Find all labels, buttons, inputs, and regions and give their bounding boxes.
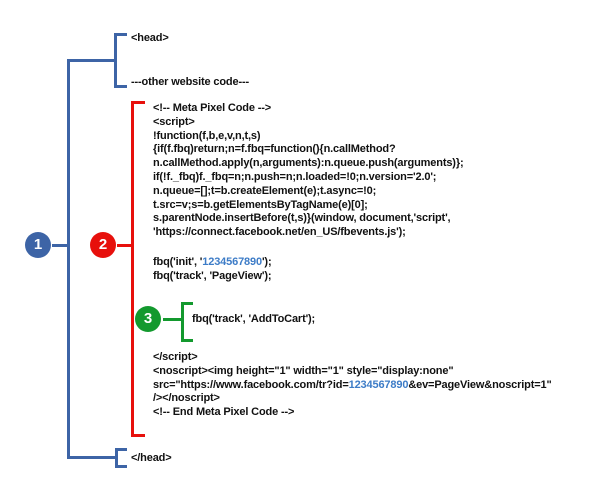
init-prefix: fbq('init', ' <box>153 256 203 268</box>
code-line: s.parentNode.insertBefore(t,s)}(window, … <box>153 212 451 225</box>
marker-2-connector-dash <box>117 244 131 247</box>
blue-main-vertical <box>67 59 70 459</box>
code-line-noscript-src: src="https://www.facebook.com/tr?id=1234… <box>153 379 552 393</box>
pixel-closing-code-block: </script> <noscript><img height="1" widt… <box>153 351 552 420</box>
code-line-end-comment: <!-- End Meta Pixel Code --> <box>153 406 295 419</box>
blue-connector-top <box>67 59 115 62</box>
step-marker-1: 1 <box>25 232 51 258</box>
addtocart-code-block: fbq('track', 'AddToCart'); <box>192 313 315 327</box>
code-line-track-pageview: fbq('track', 'PageView'); <box>153 269 272 282</box>
red-bracket-tick-bottom <box>131 434 145 437</box>
code-line-noscript-img: <noscript><img height="1" width="1" styl… <box>153 364 454 377</box>
head-open-label: <head> <box>131 32 169 44</box>
code-line: {if(f.fbq)return;n=f.fbq=function(){n.ca… <box>153 143 396 156</box>
pixel-id-value: 1234567890 <box>348 378 409 391</box>
code-line: t.src=v;s=b.getElementsByTagName(e)[0]; <box>153 198 368 211</box>
pixel-init-code-block: fbq('init', '1234567890'); fbq('track', … <box>153 256 272 284</box>
code-line: <!-- Meta Pixel Code --> <box>153 102 272 114</box>
code-line: 'https://connect.facebook.net/en_US/fbev… <box>153 226 406 239</box>
blue-bracket-tick-head-close-bottom <box>115 465 127 468</box>
green-bracket-tick-bottom <box>181 339 193 342</box>
marker-3-connector-dash <box>163 318 181 321</box>
blue-bracket-tick-head-open <box>114 33 127 36</box>
code-line: if(!f._fbq)f._fbq=n;n.push=n;n.loaded=!0… <box>153 170 437 183</box>
code-line-track-addtocart: fbq('track', 'AddToCart'); <box>192 313 316 325</box>
pixel-base-code-block: <!-- Meta Pixel Code --> <script> !funct… <box>153 102 464 240</box>
code-line: n.queue=[];t=b.createElement(e);t.async=… <box>153 184 377 197</box>
head-close-label: </head> <box>131 452 172 464</box>
code-line-noscript-close: /></noscript> <box>153 392 220 405</box>
step-marker-3: 3 <box>135 306 161 332</box>
init-suffix: '); <box>261 256 272 268</box>
code-line: n.callMethod.apply(n,arguments):n.queue.… <box>153 157 464 170</box>
code-line: <script> <box>153 115 195 128</box>
blue-bracket-tick-head-close-top <box>115 448 127 451</box>
blue-connector-bottom <box>67 456 116 459</box>
src-prefix: src="https://www.facebook.com/tr?id= <box>153 378 349 391</box>
code-line-script-close: </script> <box>153 351 198 363</box>
code-line-init: fbq('init', '1234567890'); <box>153 256 272 270</box>
blue-bracket-tick-other-code <box>114 85 127 88</box>
red-bracket-vertical <box>131 101 134 437</box>
blue-top-bracket-vertical <box>114 33 117 88</box>
green-bracket-vertical <box>181 302 184 342</box>
blue-bottom-bracket-vertical <box>115 448 118 468</box>
pixel-id-value: 1234567890 <box>202 256 262 268</box>
red-bracket-tick-top <box>131 101 145 104</box>
step-marker-2: 2 <box>90 232 116 258</box>
code-line: !function(f,b,e,v,n,t,s) <box>153 129 261 142</box>
src-suffix: &ev=PageView&noscript=1" <box>408 378 552 391</box>
other-website-code-label: ---other website code--- <box>131 76 250 88</box>
marker-1-connector-dash <box>52 244 67 247</box>
green-bracket-tick-top <box>181 302 193 305</box>
